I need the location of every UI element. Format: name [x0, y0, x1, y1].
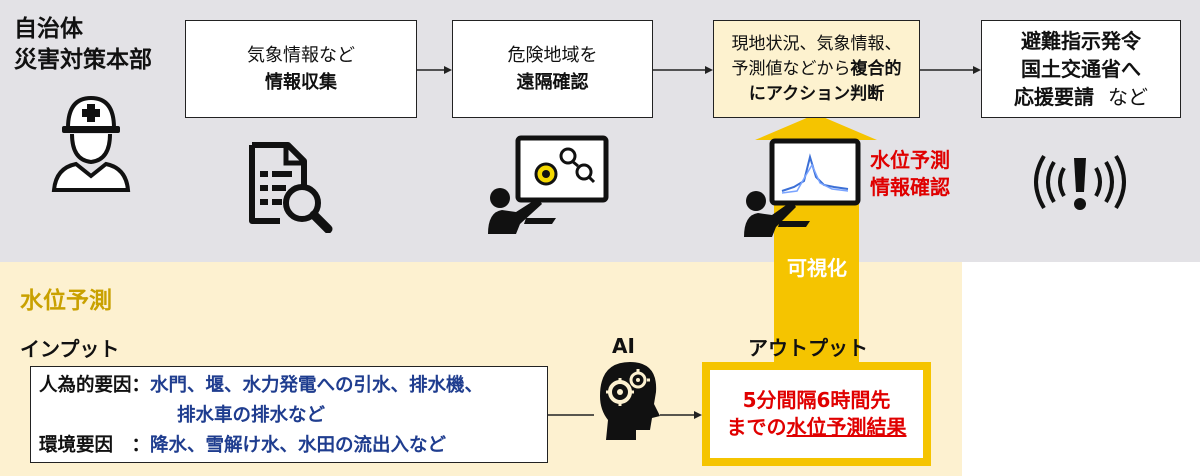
step4-line1: 避難指示発令: [1021, 29, 1141, 53]
input-row-human: 人為的要因： 水門、堰、水力発電への引水、排水機、: [39, 371, 539, 401]
step2-line1: 危険地域を: [507, 45, 598, 66]
step-box-info-gathering: 気象情報など 情報収集: [185, 20, 417, 118]
input-key-environment: 環境要因 ：: [39, 435, 151, 456]
step3-line3: にアクション判断: [748, 83, 885, 104]
visualize-label: 可視化: [787, 256, 847, 280]
step3-line2-normal: 予測値などから: [731, 58, 851, 79]
input-row-environment: 環境要因 ： 降水、雪解け水、水田の流出入など: [39, 431, 539, 461]
document-search-icon: [249, 142, 333, 233]
hq-title-line1: 自治体: [14, 16, 83, 42]
output-label: アウトプット: [748, 336, 868, 360]
hq-title-line2: 災害対策本部: [14, 47, 152, 73]
worker-helmet-icon: [51, 95, 131, 192]
step-box-evacuation: 避難指示発令 国土交通省へ 応援要請 など: [981, 20, 1181, 118]
step4-line2: 国土交通省へ: [1021, 57, 1141, 81]
water-level-confirm-text: 水位予測 情報確認: [870, 147, 950, 201]
chart-monitor-icon: [744, 138, 861, 237]
step1-line2: 情報収集: [265, 72, 337, 93]
output-line2: までの水位予測結果: [727, 414, 907, 441]
output-line2-underlined: 水位予測結果: [786, 415, 907, 439]
step-box-decision: 現地状況、気象情報、 予測値などから複合的 にアクション判断: [713, 20, 920, 118]
hq-title: 自治体 災害対策本部: [14, 14, 152, 76]
step3-line1: 現地状況、気象情報、: [731, 33, 902, 54]
input-value-human-2: 排水車の排水など: [177, 405, 326, 426]
input-key-human: 人為的要因：: [39, 375, 151, 396]
output-result-box: 5分間隔6時間先 までの水位予測結果: [702, 362, 931, 466]
output-line2-prefix: までの: [726, 415, 787, 439]
input-value-environment: 降水、雪解け水、水田の流出入など: [150, 435, 447, 456]
ai-label: AI: [612, 334, 635, 358]
ai-head-gears-icon: [600, 362, 660, 440]
confirm-line2: 情報確認: [870, 175, 950, 199]
step-box-remote-check: 危険地域を 遠隔確認: [452, 20, 653, 118]
step3-line2-bold: 複合的: [850, 58, 902, 79]
step4-line3: 応援要請 など: [1014, 83, 1148, 111]
input-factors-box: 人為的要因： 水門、堰、水力発電への引水、排水機、 排水車の排水など 環境要因 …: [30, 366, 548, 463]
input-value-human-1: 水門、堰、水力発電への引水、排水機、: [150, 375, 484, 396]
confirm-line1: 水位予測: [870, 148, 950, 172]
step4-line3-normal: など: [1107, 85, 1148, 109]
step3-line2: 予測値などから複合的: [732, 57, 902, 82]
input-label: インプット: [20, 337, 120, 361]
step2-line2: 遠隔確認: [516, 72, 589, 93]
step4-line3-bold: 応援要請: [1014, 85, 1095, 109]
alarm-icon: [1034, 154, 1126, 210]
step1-line1: 気象情報など: [247, 45, 355, 66]
output-line1: 5分間隔6時間先: [742, 388, 891, 412]
section-title: 水位予測: [20, 288, 112, 314]
remote-monitor-icon: [488, 135, 609, 234]
